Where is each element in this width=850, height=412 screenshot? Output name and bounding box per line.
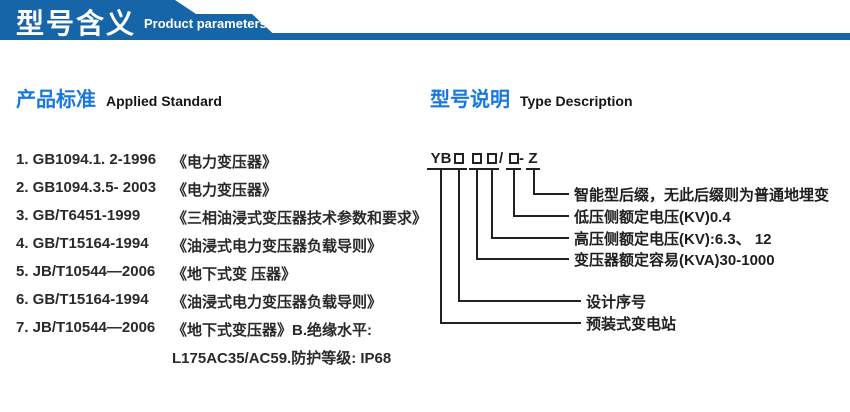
label-hv-voltage: 高压侧额定电压(KV):6.3、 12 bbox=[574, 231, 772, 248]
standard-code: 6. GB/T15164-1994 bbox=[16, 291, 149, 308]
standard-title: 《电力变压器》 bbox=[172, 182, 278, 199]
standard-code: 2. GB1094.3.5- 2003 bbox=[16, 179, 157, 196]
standard-item: 3. GB/T6451-1999 《三相油浸式变压器技术参数和要求》 bbox=[16, 207, 427, 228]
model-prefix: YB bbox=[427, 151, 455, 170]
connector-elbow-suffix bbox=[533, 193, 569, 195]
page-title: 型号含义 bbox=[16, 8, 137, 39]
standard-code: 4. GB/T15164-1994 bbox=[16, 235, 149, 252]
standard-item: 4. GB/T15164-1994 《油浸式电力变压器负载导则》 bbox=[16, 235, 382, 256]
applied-standard-heading-en: Applied Standard bbox=[106, 93, 222, 109]
standard-item: 2. GB1094.3.5- 2003 《电力变压器》 bbox=[16, 179, 277, 200]
standard-title: 《地下式变 压器》 bbox=[172, 266, 297, 283]
standard-item: 6. GB/T15164-1994 《油浸式电力变压器负载导则》 bbox=[16, 291, 382, 312]
connector-elbow-design bbox=[458, 300, 581, 302]
banner-strip bbox=[0, 33, 850, 40]
standard-title: 《三相油浸式变压器技术参数和要求》 bbox=[172, 210, 428, 227]
standard-item: 7. JB/T10544—2006 《地下式变压器》B.绝缘水平: bbox=[16, 319, 372, 340]
connector-elbow-lv bbox=[513, 215, 569, 217]
standard-code: 7. JB/T10544—2006 bbox=[16, 319, 156, 336]
box-icon bbox=[486, 153, 497, 164]
standard-code: 3. GB/T6451-1999 bbox=[16, 207, 141, 224]
connector-elbow-capacity bbox=[476, 258, 569, 260]
standard-item: 1. GB1094.1. 2-1996 《电力变压器》 bbox=[16, 151, 277, 172]
standard-title: 《电力变压器》 bbox=[172, 154, 278, 171]
model-code-diagram: YB / - Z 智能型后缀，无此后缀则为普通地埋变 低压侧额定电压(KV)0.… bbox=[425, 145, 850, 355]
standard-code: 5. JB/T10544—2006 bbox=[16, 263, 156, 280]
model-box-lv bbox=[506, 151, 521, 170]
model-dash: - bbox=[519, 150, 524, 167]
box-icon bbox=[454, 153, 464, 164]
label-lv-voltage: 低压侧额定电压(KV)0.4 bbox=[574, 209, 731, 226]
label-prefab-substation: 预装式变电站 bbox=[586, 316, 677, 333]
box-icon bbox=[508, 153, 519, 164]
label-rated-capacity: 变压器额定容易(KVA)30-1000 bbox=[574, 252, 775, 269]
standard-code: 1. GB1094.1. 2-1996 bbox=[16, 151, 157, 168]
model-box-hv bbox=[484, 151, 499, 170]
model-box-capacity bbox=[469, 151, 484, 170]
connector-line-design bbox=[458, 170, 460, 302]
model-slash: / bbox=[499, 150, 504, 167]
connector-line-capacity bbox=[476, 170, 478, 260]
connector-line-lv bbox=[513, 170, 515, 217]
type-description-heading-cn: 型号说明 bbox=[430, 89, 510, 111]
applied-standard-heading: 产品标准 Applied Standard bbox=[16, 83, 222, 112]
label-smart-suffix: 智能型后缀，无此后缀则为普通地埋变 bbox=[574, 187, 830, 204]
type-description-heading: 型号说明 Type Description bbox=[430, 83, 633, 112]
model-box-design bbox=[451, 151, 467, 170]
connector-elbow-hv bbox=[491, 237, 569, 239]
standard-title: 《地下式变压器》B.绝缘水平: bbox=[172, 322, 372, 339]
standard-item: 5. JB/T10544—2006 《地下式变 压器》 bbox=[16, 263, 296, 284]
standard-title: 《油浸式电力变压器负载导则》 bbox=[172, 294, 383, 311]
connector-elbow-prefix bbox=[440, 322, 581, 324]
connector-line-prefix bbox=[440, 170, 442, 324]
standard-continuation: L175AC35/AC59.防护等级: IP68 bbox=[172, 350, 392, 367]
page-subtitle: Product parameters bbox=[144, 16, 267, 31]
connector-line-hv bbox=[491, 170, 493, 239]
applied-standard-heading-cn: 产品标准 bbox=[16, 89, 96, 111]
type-description-heading-en: Type Description bbox=[520, 93, 633, 109]
label-design-serial: 设计序号 bbox=[586, 294, 647, 311]
model-suffix: Z bbox=[526, 151, 540, 170]
connector-line-suffix bbox=[533, 170, 535, 195]
standard-title: 《油浸式电力变压器负载导则》 bbox=[172, 238, 383, 255]
box-icon bbox=[471, 153, 482, 164]
